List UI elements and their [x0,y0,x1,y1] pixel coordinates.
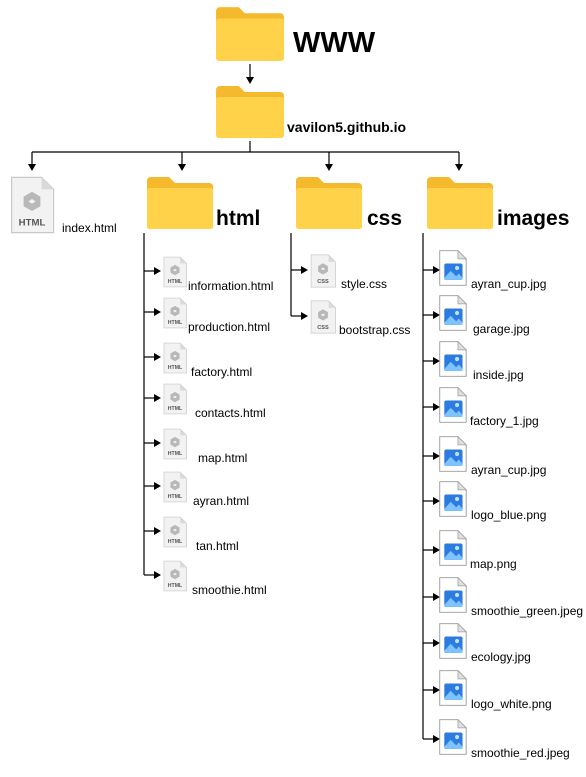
site-folder-label: vavilon5.github.io [287,119,407,135]
svg-text:HTML: HTML [168,583,183,589]
html-arrow-head [154,353,161,361]
html-arrow-head [154,527,161,535]
css-file-label: bootstrap.css [339,323,411,337]
image-file-icon [439,294,468,331]
level1-arrow-head [325,164,333,171]
css-arrow-head [301,312,308,320]
html-file-label: smoothie.html [192,583,267,597]
image-file-label: inside.jpg [473,368,524,382]
html-file-label: ayran.html [193,494,250,508]
images-folder-label: images [497,207,570,230]
images-arrow-head [433,357,440,365]
images-arrow-head [433,639,440,647]
root-folder-label: WWW [293,27,376,59]
css-file-label: style.css [341,277,388,291]
level1-arrow-head [178,164,186,171]
image-file-icon [439,529,468,566]
html-arrow-head [154,394,161,402]
images-folder-icon [427,177,493,229]
image-file-icon [439,718,468,755]
level1-arrow-head [455,164,463,171]
html-file-label: contacts.html [195,406,266,420]
image-file-icon [439,435,468,472]
html-file-icon: HTML [163,256,188,288]
html-file-icon: HTML [163,471,188,503]
css-arrow-head [301,266,308,274]
html-arrow-head [154,267,161,275]
level1-arrow-head [28,164,36,171]
image-file-icon [439,249,468,286]
image-file-icon [439,669,468,706]
css-file-icon: CSS [310,254,336,288]
svg-text:HTML: HTML [168,279,183,285]
css-file-icon: CSS [310,300,336,334]
images-arrow-head [433,452,440,460]
svg-text:HTML: HTML [168,365,183,371]
html-file-icon: HTML [163,560,188,592]
css-folder-icon [296,177,362,229]
image-file-icon [439,622,468,659]
image-file-label: smoothie_green.jpeg [471,604,584,618]
site-folder-icon [216,86,284,138]
images-arrow-head [433,311,440,319]
image-file-icon [439,576,468,613]
image-file-label: logo_blue.png [471,508,547,522]
svg-text:CSS: CSS [317,325,329,331]
html-folder-label: html [216,207,261,230]
html-arrow-head [154,308,161,316]
root-arrow-head [246,77,254,84]
index-file-label: index.html [62,221,117,235]
html-file-icon: HTML [163,297,188,329]
image-file-label: ayran_cup.jpg [471,277,547,291]
image-file-label: ecology.jpg [471,650,531,664]
image-file-label: logo_white.png [471,697,552,711]
html-arrow-head [154,439,161,447]
svg-text:HTML: HTML [168,320,183,326]
images-arrow-head [433,686,440,694]
html-file-icon: HTML [163,428,188,460]
html-file-label: factory.html [191,365,253,379]
index-file-icon: HTML [11,176,55,234]
image-file-label: ayran_cup.jpg [471,463,547,477]
html-file-icon: HTML [163,342,188,374]
images-arrow-head [433,497,440,505]
html-file-label: production.html [188,320,271,334]
svg-text:HTML: HTML [168,494,183,500]
images-arrow-head [433,403,440,411]
svg-text:HTML: HTML [19,217,46,228]
html-file-label: tan.html [196,539,239,553]
image-file-icon [439,340,468,377]
html-file-icon: HTML [163,516,188,548]
image-file-label: map.png [470,557,517,571]
html-folder-icon [147,177,213,229]
images-arrow-head [433,546,440,554]
svg-text:CSS: CSS [317,279,329,285]
images-arrow-head [433,735,440,743]
svg-text:HTML: HTML [168,406,183,412]
image-file-label: garage.jpg [473,322,530,336]
html-file-label: information.html [188,279,274,293]
html-file-icon: HTML [163,383,188,415]
image-file-label: smoothie_red.jpeg [471,746,570,760]
html-arrow-head [154,571,161,579]
image-file-label: factory_1.jpg [470,414,539,428]
image-file-icon [439,480,468,517]
svg-text:HTML: HTML [168,539,183,545]
images-arrow-head [433,266,440,274]
svg-text:HTML: HTML [168,451,183,457]
image-file-icon [439,386,468,423]
images-arrow-head [433,593,440,601]
html-arrow-head [154,482,161,490]
html-file-label: map.html [198,451,248,465]
root-folder-icon [216,7,284,61]
css-folder-label: css [367,207,403,230]
